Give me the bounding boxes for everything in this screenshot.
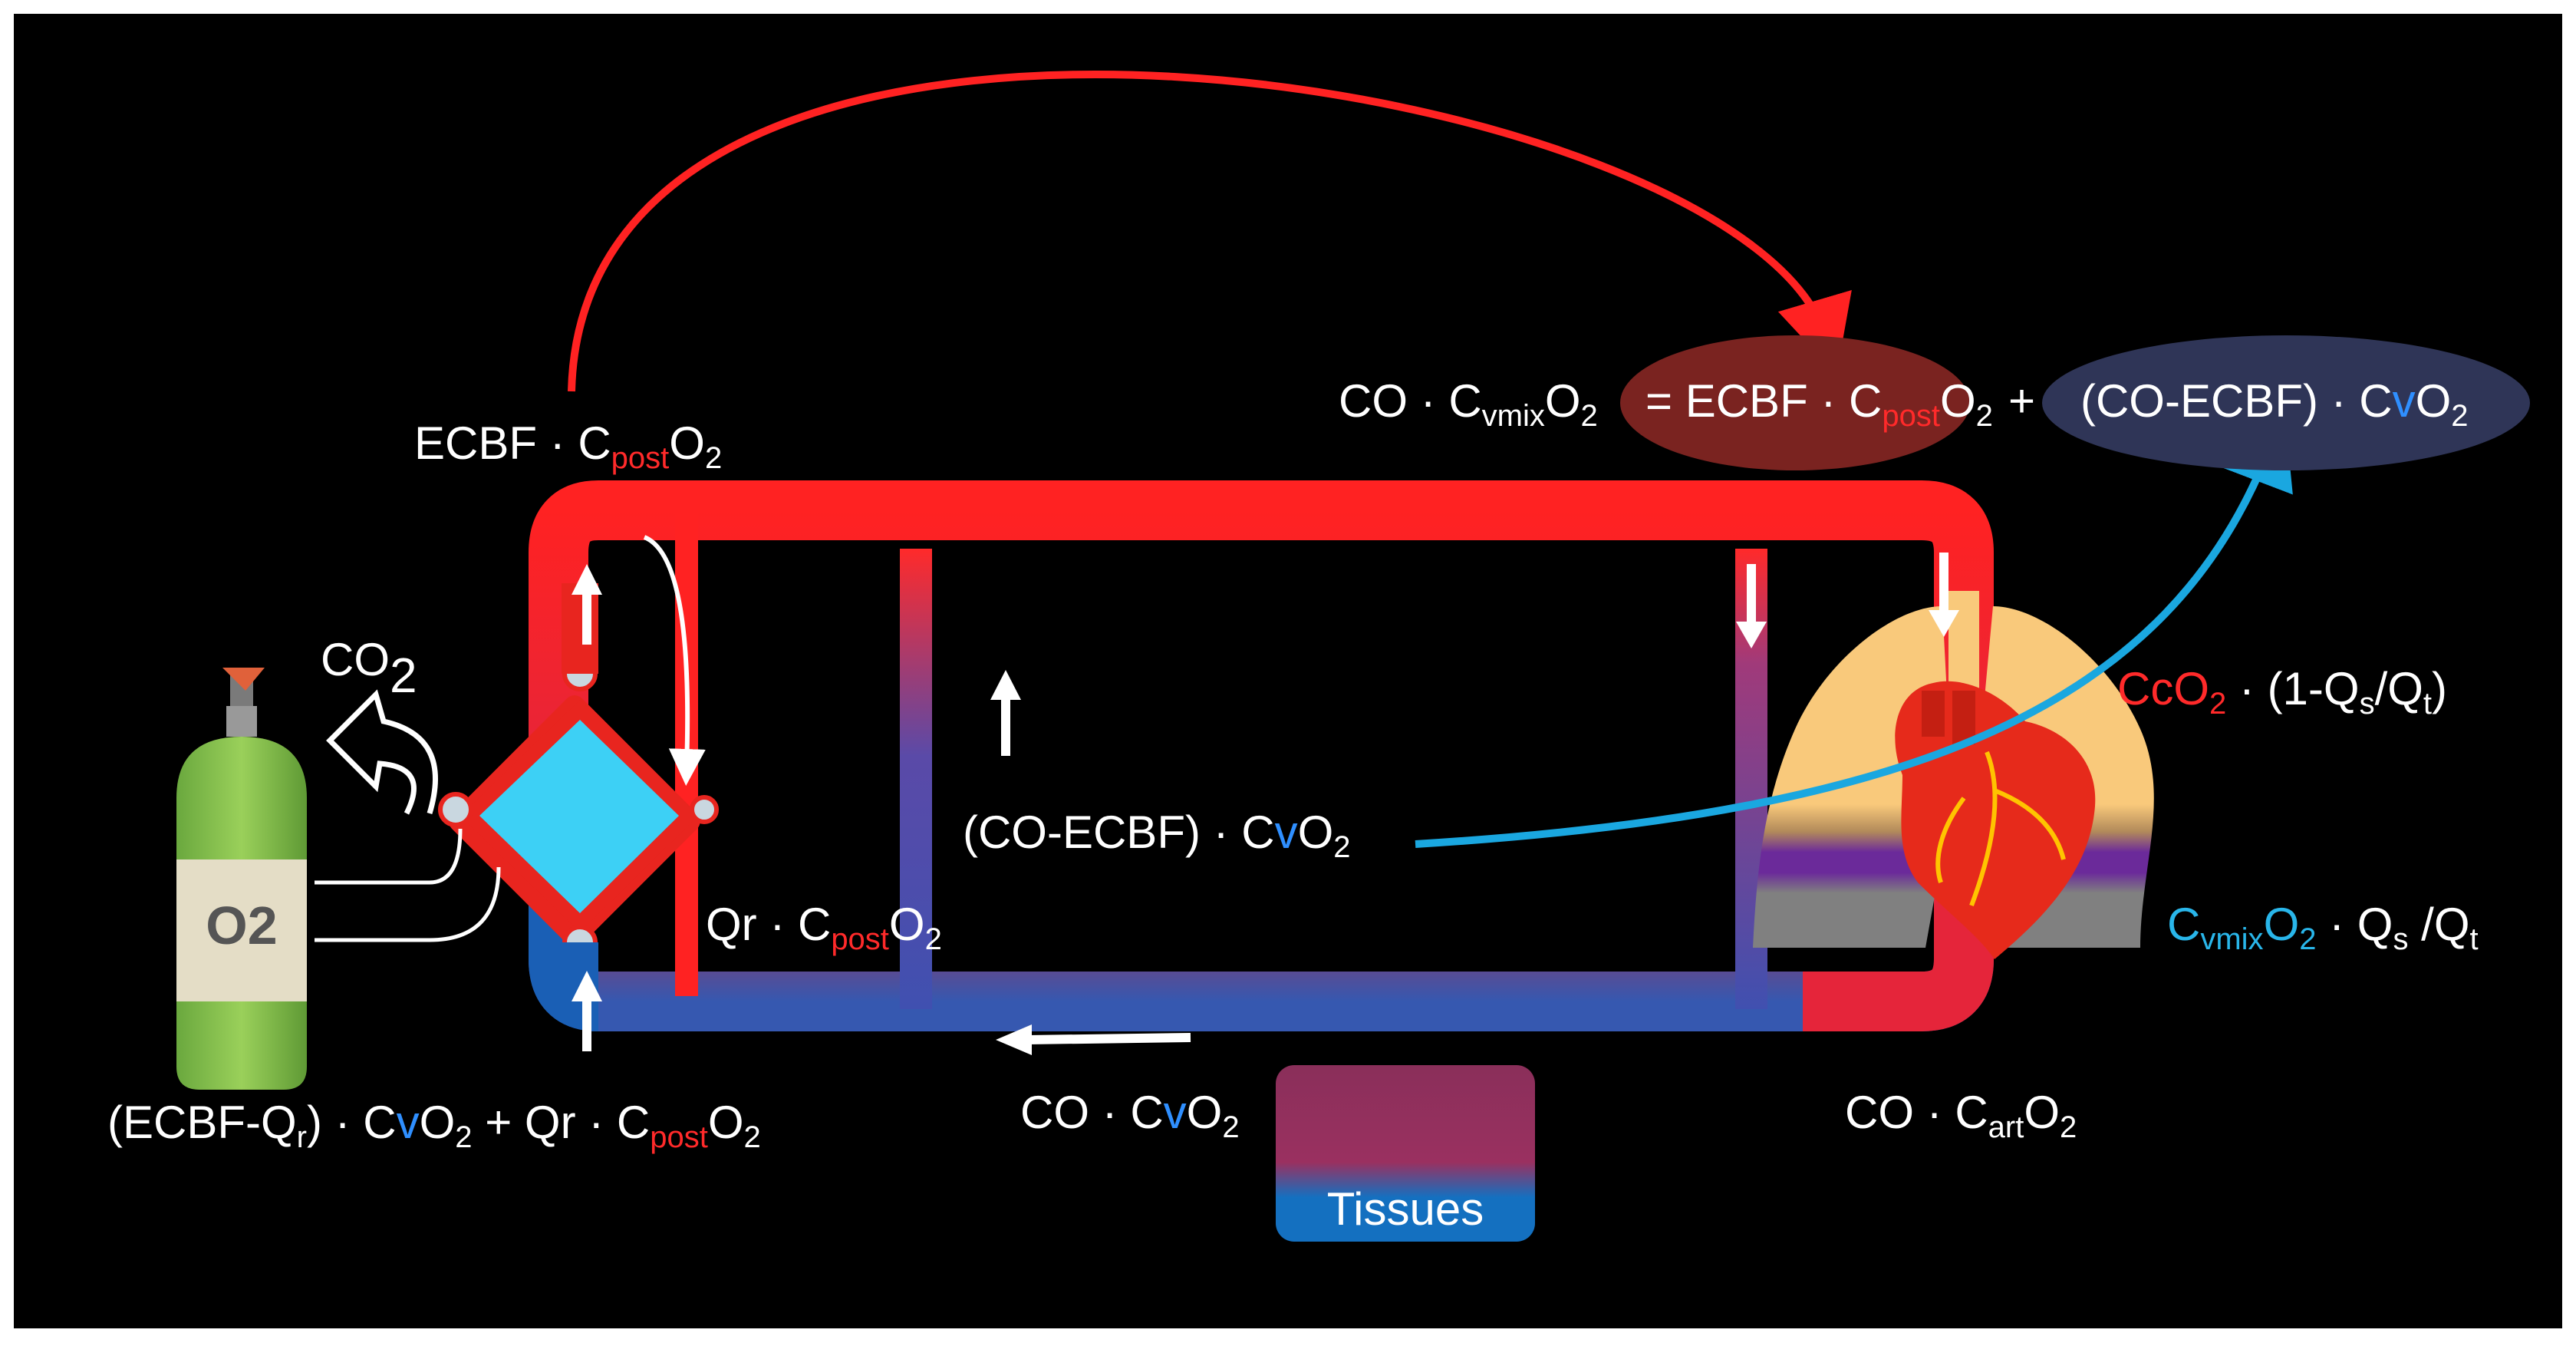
gas-outlet-tube (315, 866, 501, 942)
cco2-label: CcO2 · (1-Qs/Qt) (2117, 663, 2447, 721)
recirculation-curve-arrow (643, 535, 706, 786)
mid-venous-branch (900, 549, 932, 1009)
gas-inlet-tube (315, 828, 463, 885)
up-arrow-mid (990, 670, 1021, 756)
co-cart-label: CO · CartO2 (1845, 1087, 2077, 1144)
oxygen-tank-icon: O2 (176, 668, 307, 1090)
equation-ellipse-red (1620, 335, 1970, 470)
cvmix-qs-label: CvmixO2 · Qs /Qt (2167, 899, 2479, 956)
equation-mid: = ECBF · CpostO2 (1645, 375, 1993, 433)
ecbf-post-label: ECBF · CpostO2 (414, 417, 722, 475)
equation-left: CO · CvmixO2 (1339, 375, 1598, 433)
bottom-left-label: (ECBF-Qr) · CvO2 + Qr · CpostO2 (107, 1097, 761, 1154)
red-flow-arc (568, 71, 1852, 392)
mid-flow-label: (CO-ECBF) · CvO2 (963, 807, 1351, 864)
equation-right: (CO-ECBF) · CvO2 (2080, 375, 2469, 433)
exhaust-arrow-icon (326, 689, 438, 815)
blue-flow-arc (1415, 409, 2293, 848)
equation-plus: + (2008, 375, 2035, 427)
tissues-box: Tissues (1276, 1065, 1535, 1242)
down-arrow-lung (1929, 553, 1959, 637)
tissues-label: Tissues (1327, 1183, 1484, 1235)
left-arrow-venous (996, 1024, 1191, 1055)
qr-post-label: Qr · CpostO2 (706, 899, 942, 956)
down-arrow-shunt (1736, 564, 1767, 648)
oxygenator-diamond-icon (438, 656, 719, 960)
co2-label: CO2 (321, 634, 417, 703)
equation-ellipse-blue (2042, 335, 2530, 470)
tank-label: O2 (206, 896, 277, 955)
up-arrow-oxygenator-out (572, 564, 602, 645)
up-arrow-oxygenator-in (572, 971, 602, 1051)
co-cv-label: CO · CvO2 (1020, 1087, 1240, 1144)
